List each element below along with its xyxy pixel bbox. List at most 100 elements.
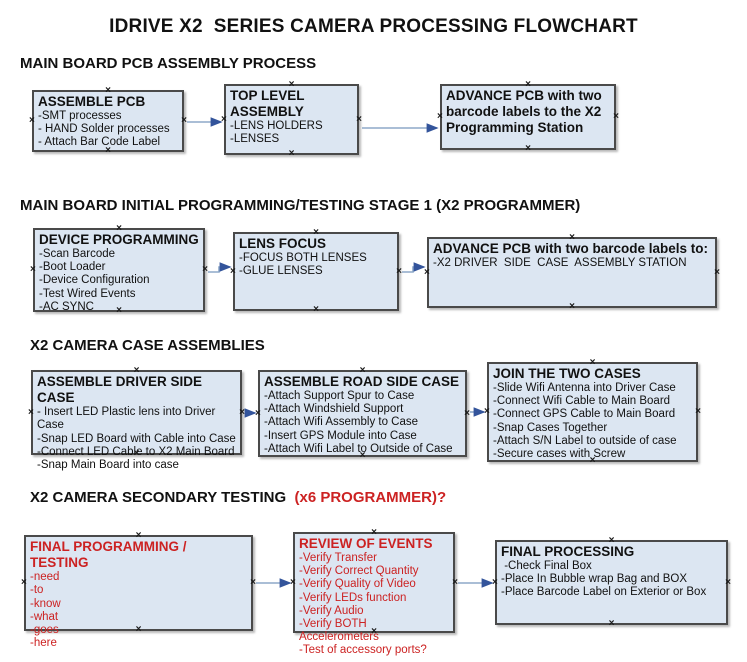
box-items: -need-to-know-what-goes-here <box>30 571 247 650</box>
connection-point-icon: × <box>396 265 402 277</box>
connection-point-icon: × <box>202 264 208 275</box>
box-item: - Attach Bar Code Label <box>38 136 161 149</box>
flow-box-advance-pcb-programming-station: ADVANCE PCB with two barcode labels to t… <box>437 80 619 154</box>
box-item: -Place In Bubble wrap Bag and BOX <box>501 573 688 586</box>
box-item: -need <box>30 571 60 584</box>
connection-point-icon: × <box>239 406 245 418</box>
box-item: -know <box>30 597 61 610</box>
connection-point-icon: × <box>230 265 236 277</box>
flow-box-review-of-events: REVIEW OF EVENTS -Verify Transfer-Verify… <box>290 528 458 656</box>
box-item: -Slide Wifi Antenna into Driver Case <box>493 382 676 395</box>
box-title: JOIN THE TWO CASES <box>493 366 641 381</box>
connection-point-icon: × <box>30 264 36 275</box>
connection-point-icon: × <box>21 577 27 588</box>
box-item: -Check Final Box <box>501 560 592 573</box>
connection-point-icon: × <box>525 143 531 154</box>
box-item: -Device Configuration <box>39 274 150 287</box>
box-items: -Scan Barcode-Boot Loader-Device Configu… <box>39 248 199 314</box>
box-item: -Attach Wifi Label to Outside of Case <box>264 442 453 455</box>
box-items: -FOCUS BOTH LENSES-GLUE LENSES <box>239 252 393 278</box>
section-heading-initial-programming: MAIN BOARD INITIAL PROGRAMMING/TESTING S… <box>20 197 581 214</box>
box-title: FINAL PROCESSING <box>501 544 635 559</box>
box-items: -SMT processes- HAND Solder processes- A… <box>38 110 178 149</box>
box-item: -Scan Barcode <box>39 248 116 261</box>
box-item: -what <box>30 610 59 623</box>
connection-point-icon: × <box>695 406 701 417</box>
connection-point-icon: × <box>452 576 458 588</box>
box-item: -Connect LED Cable to X2 Main Board <box>37 445 235 458</box>
box-items: -Attach Support Spur to Case-Attach Wind… <box>264 390 461 456</box>
connection-point-icon: × <box>613 111 619 122</box>
box-items: -Slide Wifi Antenna into Driver Case-Con… <box>493 382 692 461</box>
box-item: -Connect Wifi Cable to Main Board <box>493 395 671 408</box>
box-item: -here <box>30 636 57 649</box>
box-item: -Verify Correct Quantity <box>299 565 419 578</box>
connection-point-icon: × <box>464 407 470 419</box>
box-item: -Attach S/N Label to outside of case <box>493 434 677 447</box>
connection-point-icon: × <box>288 148 295 159</box>
flow-box-assemble-pcb: ASSEMBLE PCB -SMT processes- HAND Solder… <box>29 86 187 156</box>
box-title: FINAL PROGRAMMING / TESTING <box>30 539 191 571</box>
connection-point-icon: × <box>29 115 35 126</box>
section-heading-pcb-assembly: MAIN BOARD PCB ASSEMBLY PROCESS <box>20 55 317 72</box>
box-items: -Check Final Box-Place In Bubble wrap Ba… <box>501 560 722 599</box>
box-item: -GLUE LENSES <box>239 265 323 278</box>
box-item: -Verify Transfer <box>299 552 377 565</box>
box-item: -Verify LEDs function <box>299 591 407 604</box>
box-items: - Insert LED Plastic lens into Driver Ca… <box>37 406 236 472</box>
section-heading-case-assemblies: X2 CAMERA CASE ASSEMBLIES <box>30 337 265 354</box>
box-item: -Test of accessory ports? <box>299 643 427 656</box>
box-items: -X2 DRIVER SIDE CASE ASSEMBLY STATION <box>433 257 711 270</box>
box-title: TOP LEVEL ASSEMBLY <box>230 88 308 120</box>
box-item: -SMT processes <box>38 110 122 123</box>
connection-point-icon: × <box>484 406 490 417</box>
connection-point-icon: × <box>181 115 187 126</box>
connection-point-icon: × <box>255 407 261 419</box>
box-item: -Test Wired Events <box>39 287 136 300</box>
box-item: -Boot Loader <box>39 261 106 274</box>
flow-box-join-the-two-cases: JOIN THE TWO CASES -Slide Wifi Antenna i… <box>484 358 701 466</box>
box-item: -X2 DRIVER SIDE CASE ASSEMBLY STATION <box>433 257 687 270</box>
flow-box-final-processing: FINAL PROCESSING -Check Final Box-Place … <box>492 536 731 629</box>
box-title: ASSEMBLE ROAD SIDE CASE <box>264 374 460 389</box>
box-item: -Snap LED Board with Cable into Case <box>37 432 236 445</box>
connection-point-icon: × <box>424 266 430 278</box>
box-item: -Verify Audio <box>299 604 364 617</box>
page-title: IDRIVE X2 SERIES CAMERA PROCESSING FLOWC… <box>109 16 638 37</box>
box-item: -FOCUS BOTH LENSES <box>239 252 367 265</box>
flow-box-assemble-driver-side-case: ASSEMBLE DRIVER SIDE CASE - Insert LED P… <box>28 366 245 471</box>
box-item: -Verify BOTH Accelerometers <box>299 617 379 643</box>
flow-arrow-icon <box>402 262 426 273</box>
box-title: ADVANCE PCB with two barcode labels to: <box>433 241 709 256</box>
box-items: -Verify Transfer-Verify Correct Quantity… <box>299 552 449 657</box>
flow-arrow-icon <box>208 262 232 273</box>
connection-point-icon: × <box>250 577 256 588</box>
box-item: -goes <box>30 623 59 636</box>
box-title: ASSEMBLE DRIVER SIDE CASE <box>37 374 206 406</box>
box-item: -LENSES <box>230 133 280 146</box>
section-heading-secondary-testing: X2 CAMERA SECONDARY TESTING (x6 PROGRAMM… <box>30 489 446 506</box>
connection-point-icon: × <box>313 304 319 315</box>
connection-point-icon: × <box>437 111 443 122</box>
box-item: -Snap Cases Together <box>493 421 608 434</box>
flow-box-top-level-assembly: TOP LEVEL ASSEMBLY -LENS HOLDERS-LENSES … <box>221 80 362 159</box>
section-heading-black-part: X2 CAMERA SECONDARY TESTING <box>30 489 287 506</box>
flow-box-final-programming-testing: FINAL PROGRAMMING / TESTING -need-to-kno… <box>21 531 256 649</box>
flow-box-assemble-road-side-case: ASSEMBLE ROAD SIDE CASE -Attach Support … <box>255 366 470 461</box>
connection-point-icon: × <box>290 576 296 588</box>
box-item: -Connect GPS Cable to Main Board <box>493 408 676 421</box>
box-item: - Insert LED Plastic lens into Driver Ca… <box>37 406 219 432</box>
box-title: ASSEMBLE PCB <box>38 94 146 109</box>
box-item: -Attach Wifi Assembly to Case <box>264 416 419 429</box>
box-item: -LENS HOLDERS <box>230 120 323 133</box>
connection-point-icon: × <box>492 576 498 588</box>
box-title: LENS FOCUS <box>239 236 327 251</box>
box-item: -AC SYNC <box>39 300 94 313</box>
connection-point-icon: × <box>569 301 575 312</box>
box-items: -LENS HOLDERS-LENSES <box>230 120 353 146</box>
box-item: -to <box>30 584 44 597</box>
box-item: -Snap Main Board into case <box>37 458 179 471</box>
box-title: ADVANCE PCB with two barcode labels to t… <box>446 88 606 136</box>
section-heading-red-part: (x6 PROGRAMMER)? <box>286 489 447 506</box>
